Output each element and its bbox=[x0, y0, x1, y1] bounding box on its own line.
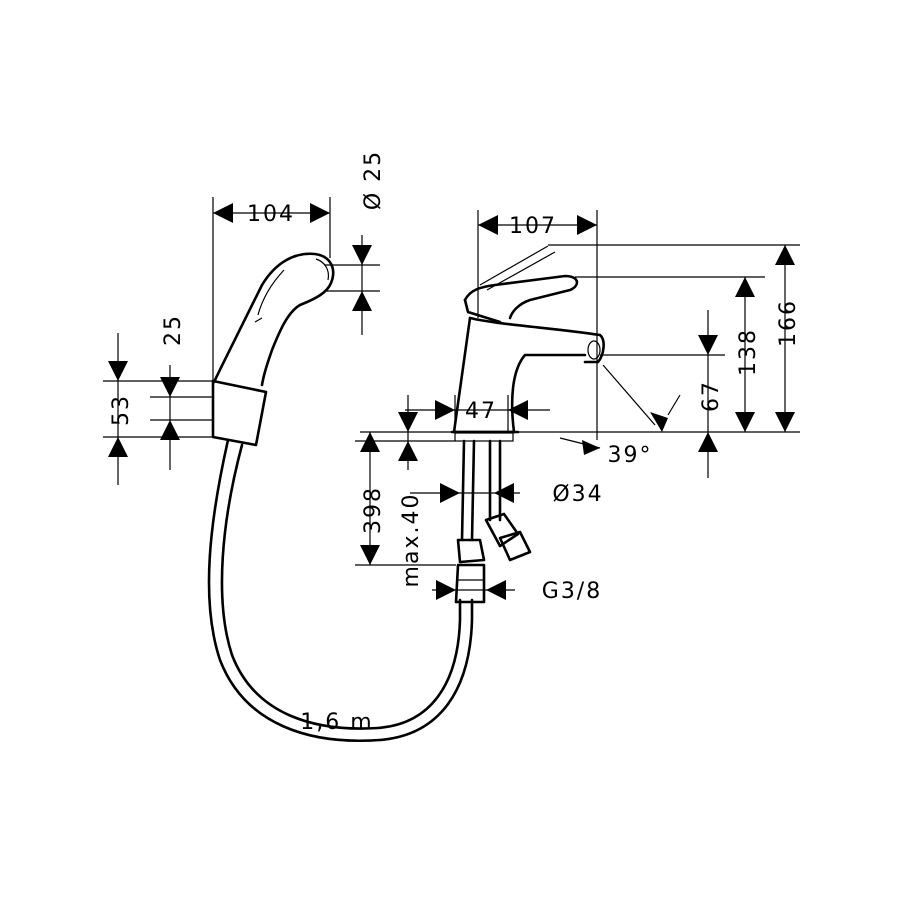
dim-head-diameter-label: Ø 25 bbox=[361, 150, 386, 210]
supply-hoses bbox=[454, 439, 532, 604]
dim-104-label: 104 bbox=[247, 202, 295, 227]
dim-angle-label: 39° bbox=[608, 443, 653, 468]
dim-head-diameter: Ø 25 bbox=[325, 150, 386, 335]
dim-g38-label: G3/8 bbox=[542, 579, 602, 604]
dim-104: 104 bbox=[212, 197, 331, 380]
dim-398-label: 398 bbox=[361, 486, 386, 534]
dim-g38: G3/8 bbox=[432, 579, 602, 604]
dim-max40-label: max.40 bbox=[399, 493, 424, 588]
shower-hose bbox=[207, 438, 474, 742]
dim-heights: 166 138 67 bbox=[360, 244, 801, 478]
dim-holder: 25 53 bbox=[103, 314, 213, 485]
dim-166-label: 166 bbox=[776, 299, 801, 347]
hose-length-label: 1,6 m bbox=[300, 710, 373, 735]
dim-107: 107 bbox=[477, 210, 598, 440]
dim-47: 47 bbox=[405, 395, 550, 432]
dim-34-label: Ø34 bbox=[552, 482, 603, 507]
dim-47-label: 47 bbox=[465, 399, 497, 424]
dim-34: Ø34 bbox=[410, 482, 603, 507]
shower-holder bbox=[211, 379, 268, 447]
dim-67-label: 67 bbox=[699, 380, 724, 412]
dim-holder-offset-label: 25 bbox=[161, 314, 186, 346]
dim-angle: 39° bbox=[559, 364, 681, 468]
dim-holder-height-label: 53 bbox=[109, 394, 134, 426]
dim-398-max40: 398 max.40 bbox=[355, 395, 456, 587]
dim-138-label: 138 bbox=[736, 328, 761, 376]
dim-107-label: 107 bbox=[509, 214, 557, 239]
hand-shower bbox=[212, 252, 335, 387]
